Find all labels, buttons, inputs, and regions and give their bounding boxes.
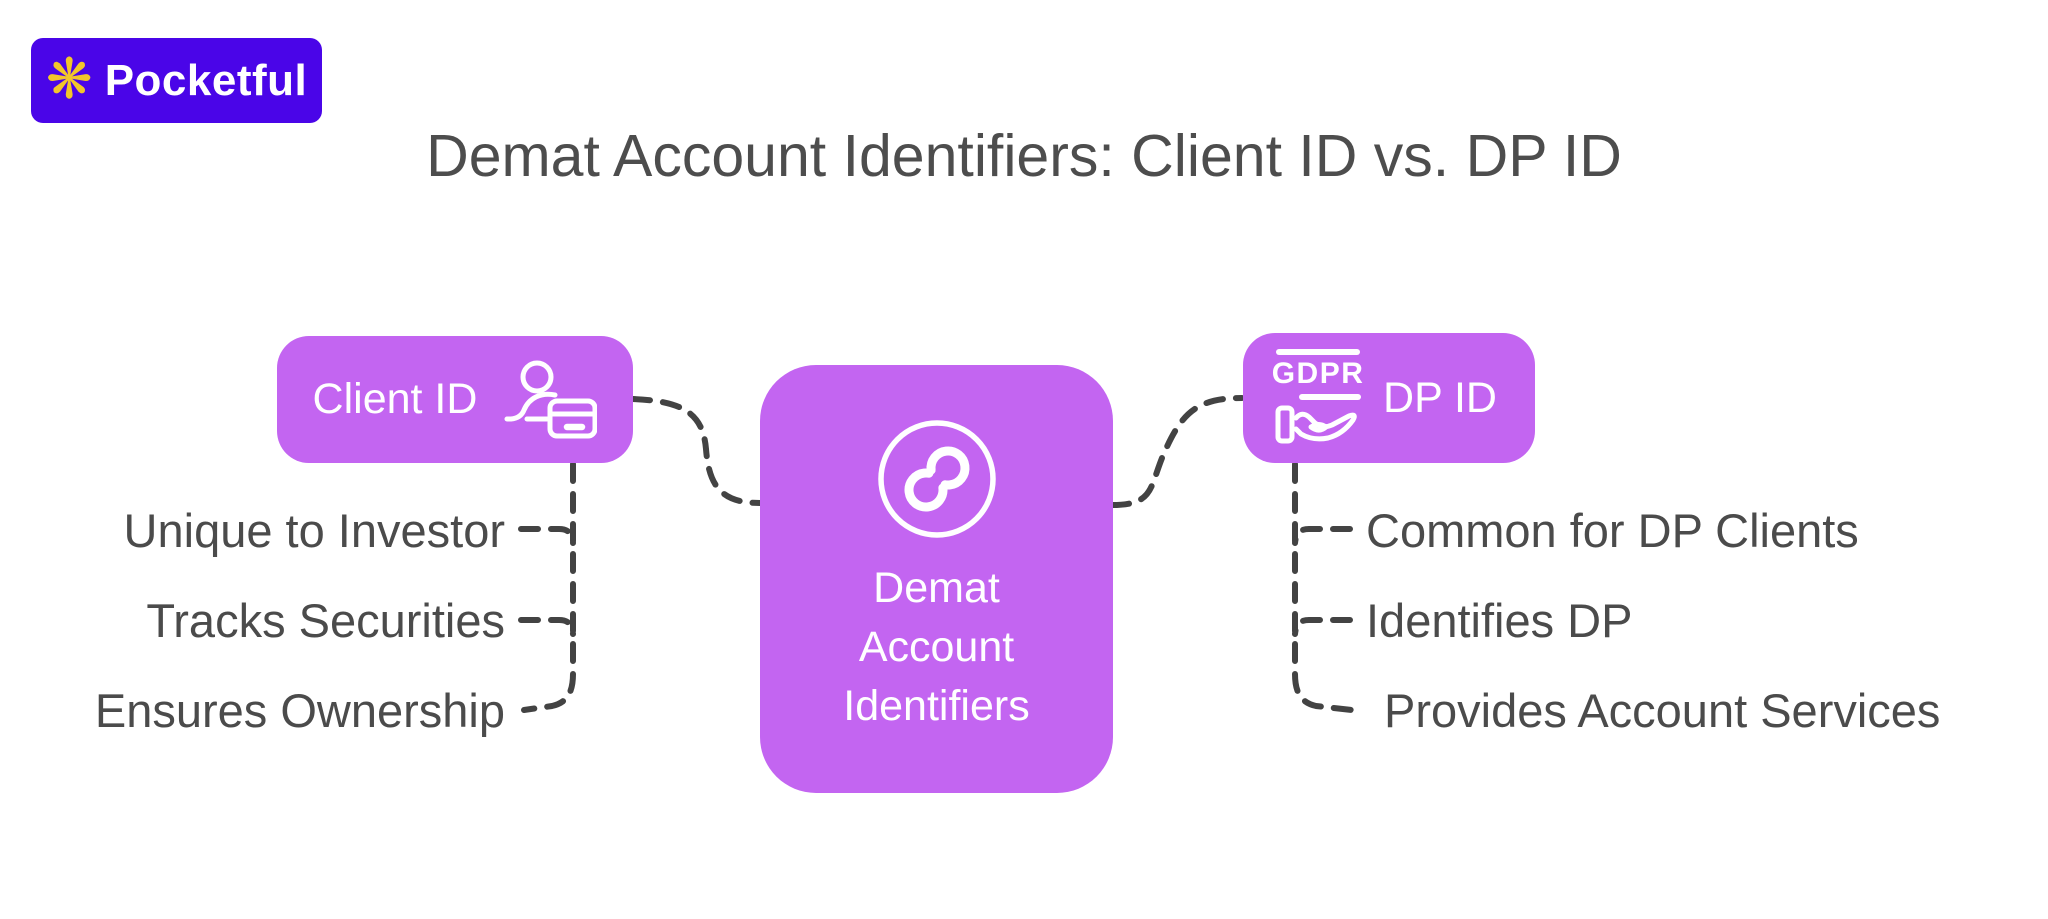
client-id-label: Client ID [312,375,478,423]
linked-rings-icon [877,420,996,538]
client-feature-unique-to-investor: Unique to Investor [123,504,505,557]
gdpr-text: GDPR [1271,357,1365,391]
gdpr-hand-icon: GDPR [1272,349,1363,447]
dp-id-label: DP ID [1383,373,1497,422]
center-line-3: Identifiers [843,682,1030,730]
node-dp-id: GDPR DP ID [1243,333,1535,463]
center-line-1: Demat [873,564,1000,612]
wire-client-to-center [630,396,763,506]
dp-feature-identifies-dp: Identifies DP [1366,594,1633,647]
hand-icon [1275,405,1357,444]
dp-feature-provides-account-services: Provides Account Services [1384,684,1941,737]
center-line-2: Account [858,623,1015,671]
wire-client-branch [521,461,576,713]
node-demat-account-identifiers: Demat Account Identifiers [760,365,1113,793]
client-feature-tracks-securities: Tracks Securities [146,594,505,647]
dp-feature-common-for-dp-clients: Common for DP Clients [1366,504,1859,557]
page-title: Demat Account Identifiers: Client ID vs.… [426,123,1622,189]
gdpr-top-bar [1276,349,1361,356]
wire-center-to-dpid [1109,395,1245,508]
wire-client-tick-2 [518,617,576,637]
client-feature-ensures-ownership: Ensures Ownership [94,684,505,737]
center-node-label: Demat Account Identifiers [843,559,1029,736]
wire-client-tick-1 [518,526,576,546]
gdpr-mid-bar [1299,393,1362,400]
pocketful-logo: ❋ Pocketful [31,38,322,123]
wire-dpid-branch [1292,461,1355,713]
wire-dpid-tick-2 [1292,617,1353,637]
pocketful-flower-icon: ❋ [45,46,93,110]
person-id-card-icon [504,360,598,438]
wire-dpid-tick-1 [1292,526,1353,546]
brand-name: Pocketful [104,55,308,105]
node-client-id: Client ID [277,336,633,463]
